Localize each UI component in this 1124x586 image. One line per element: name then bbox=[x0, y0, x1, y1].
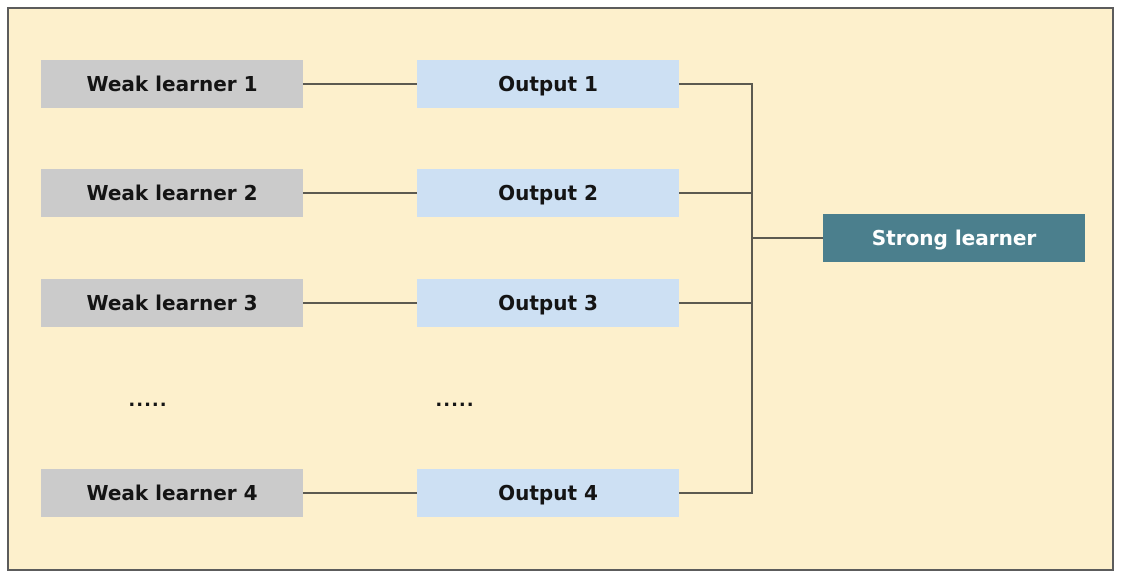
connector-weak2-output2 bbox=[303, 192, 417, 194]
output-1-label: Output 1 bbox=[498, 72, 598, 96]
weak-learner-4-label: Weak learner 4 bbox=[86, 481, 258, 505]
output-3-node: Output 3 bbox=[417, 279, 679, 327]
output-4-node: Output 4 bbox=[417, 469, 679, 517]
weak-learner-1-label: Weak learner 1 bbox=[86, 72, 258, 96]
weak-learner-2-label: Weak learner 2 bbox=[86, 181, 258, 205]
connector-output1-bus bbox=[679, 83, 751, 85]
weak-learner-3-node: Weak learner 3 bbox=[41, 279, 303, 327]
output-1-node: Output 1 bbox=[417, 60, 679, 108]
ellipsis-output-column: ..... bbox=[435, 390, 475, 411]
bus-vertical-line bbox=[751, 83, 753, 494]
weak-learner-4-node: Weak learner 4 bbox=[41, 469, 303, 517]
connector-weak1-output1 bbox=[303, 83, 417, 85]
strong-learner-node: Strong learner bbox=[823, 214, 1085, 262]
output-4-label: Output 4 bbox=[498, 481, 598, 505]
connector-bus-strong-learner bbox=[751, 237, 823, 239]
output-3-label: Output 3 bbox=[498, 291, 598, 315]
output-2-label: Output 2 bbox=[498, 181, 598, 205]
weak-learner-2-node: Weak learner 2 bbox=[41, 169, 303, 217]
connector-output4-bus bbox=[679, 492, 751, 494]
connector-weak3-output3 bbox=[303, 302, 417, 304]
output-2-node: Output 2 bbox=[417, 169, 679, 217]
connector-weak4-output4 bbox=[303, 492, 417, 494]
weak-learner-3-label: Weak learner 3 bbox=[86, 291, 258, 315]
ellipsis-weak-column: ..... bbox=[128, 390, 168, 411]
weak-learner-1-node: Weak learner 1 bbox=[41, 60, 303, 108]
strong-learner-label: Strong learner bbox=[871, 226, 1037, 250]
connector-output2-bus bbox=[679, 192, 751, 194]
connector-output3-bus bbox=[679, 302, 751, 304]
